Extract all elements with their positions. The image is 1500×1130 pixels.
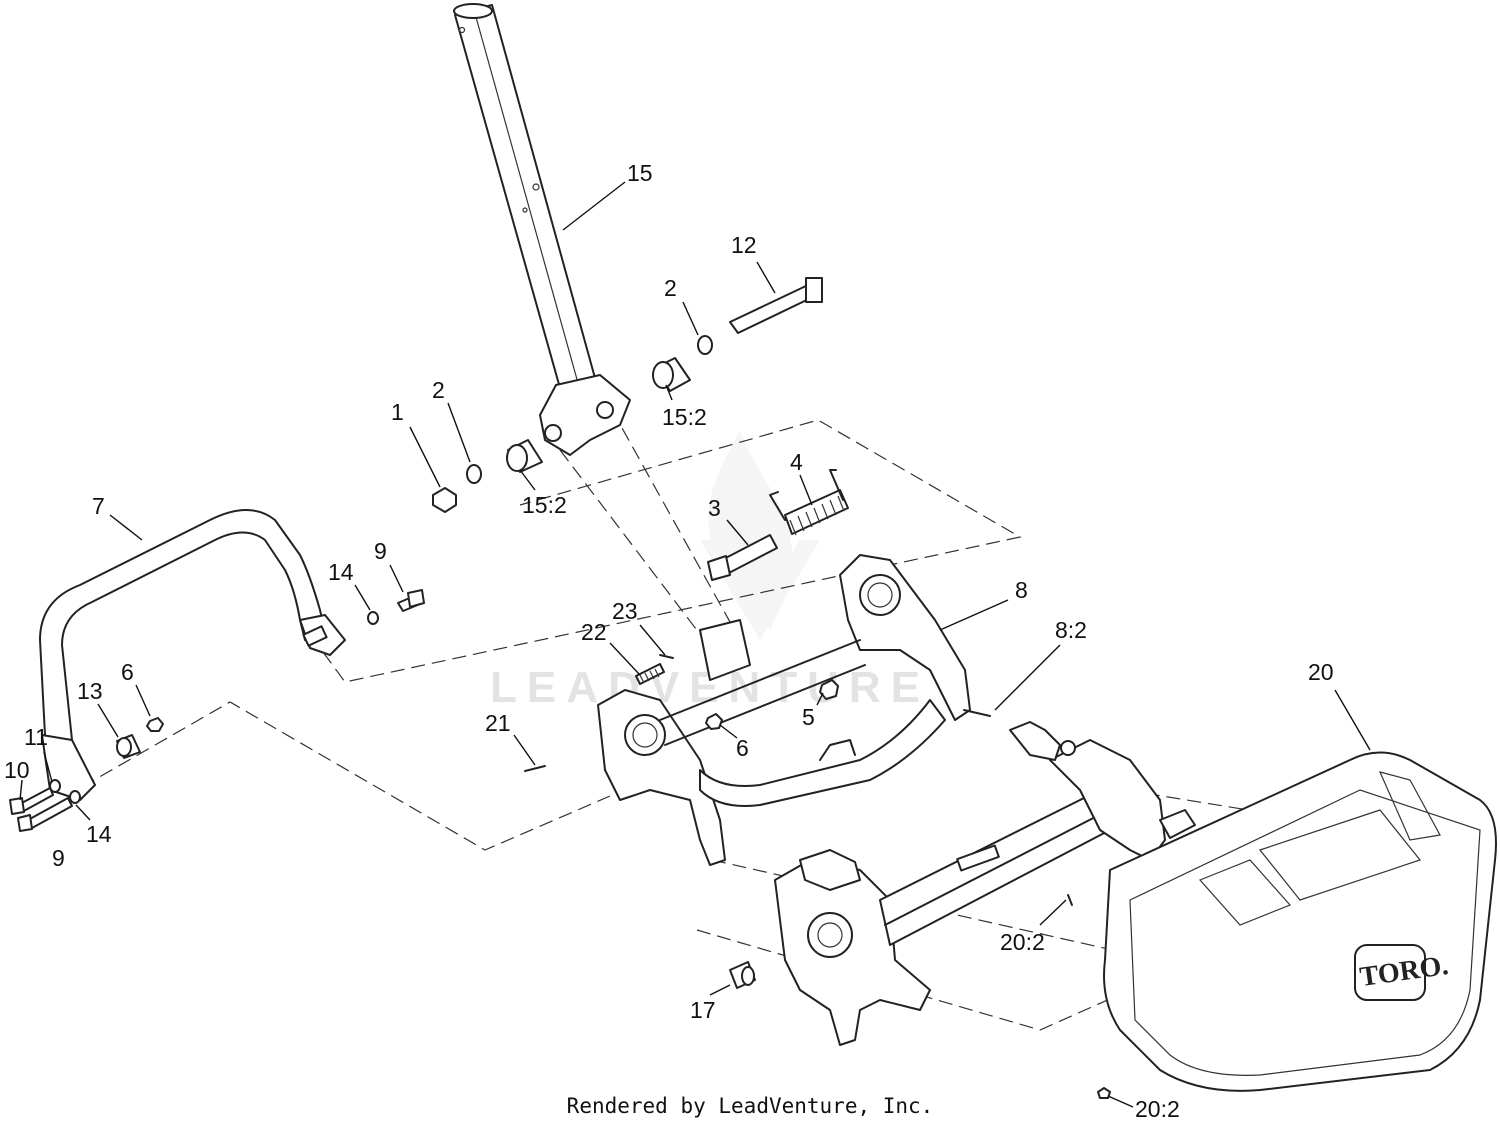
reel-frame-part	[774, 721, 1196, 1046]
callout-9: 9	[374, 538, 387, 564]
callout-17: 17	[690, 997, 716, 1023]
bail-handle-part	[39, 509, 346, 801]
callout-22: 22	[581, 619, 607, 645]
callout-2: 2	[664, 275, 677, 301]
main-frame-part	[597, 554, 971, 866]
small-spring-part	[635, 663, 665, 685]
pin-part	[659, 654, 674, 659]
nut-part	[146, 717, 164, 732]
callout-20-2: 20:2	[1000, 929, 1045, 955]
callout-12: 12	[731, 232, 757, 258]
callout-5: 5	[802, 704, 815, 730]
callout-4: 4	[790, 449, 803, 475]
long-bolt-part	[729, 277, 823, 334]
fitting-part	[729, 961, 756, 989]
callout-13: 13	[77, 678, 103, 704]
leader-lines	[19, 181, 1371, 1108]
callout-8: 8	[1015, 577, 1028, 603]
callout-1: 1	[391, 399, 404, 425]
callout-11: 11	[24, 724, 48, 750]
callout-20-2: 20:2	[1135, 1096, 1180, 1122]
callout-15-2: 15:2	[522, 492, 567, 518]
spacer-part	[69, 790, 81, 804]
callout-6: 6	[736, 735, 749, 761]
spring-part	[769, 469, 849, 536]
bolt-part	[17, 797, 73, 832]
callout-23: 23	[612, 598, 638, 624]
spacer-part	[367, 611, 379, 625]
bolt-part	[9, 787, 54, 815]
callout-8-2: 8:2	[1055, 617, 1087, 643]
handle-tube-part	[453, 3, 631, 456]
bolt-part	[397, 589, 425, 612]
callout-2: 2	[432, 377, 445, 403]
nut-part	[819, 679, 839, 700]
washer-part	[49, 779, 61, 793]
render-credit: Rendered by LeadVenture, Inc.	[566, 1094, 934, 1118]
screw-part	[1067, 894, 1073, 906]
bushing-part	[506, 439, 543, 473]
callout-3: 3	[708, 495, 721, 521]
washer-part	[466, 464, 482, 484]
washer-part	[697, 335, 713, 355]
callout-9: 9	[52, 845, 65, 871]
pivot-pin-part	[707, 534, 778, 581]
callout-21: 21	[485, 710, 511, 736]
screw-part	[1097, 1087, 1111, 1099]
spacer-part	[116, 734, 141, 759]
weight-cover-part: TORO.	[1103, 751, 1497, 1092]
callout-6: 6	[121, 659, 134, 685]
pin-part	[963, 709, 991, 717]
callout-15: 15	[627, 160, 653, 186]
nut-part	[705, 713, 723, 730]
callout-15-2: 15:2	[662, 404, 707, 430]
bushing-part	[652, 357, 691, 392]
pin-part	[524, 765, 546, 772]
callout-14: 14	[86, 821, 112, 847]
nut-part	[432, 487, 457, 513]
callout-10: 10	[4, 757, 30, 783]
callout-7: 7	[92, 493, 105, 519]
callout-20: 20	[1308, 659, 1334, 685]
callout-14: 14	[328, 559, 354, 585]
